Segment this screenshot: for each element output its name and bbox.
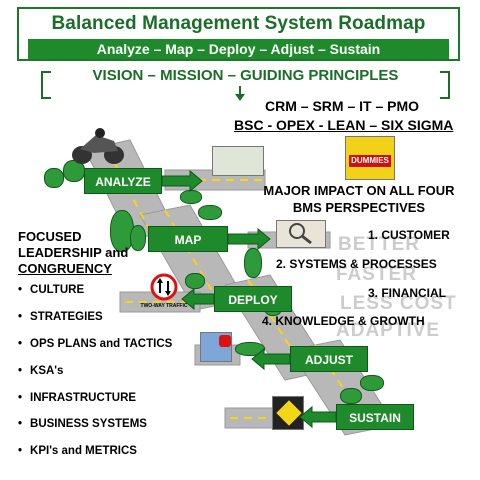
focus-line-1: FOCUSED	[18, 229, 82, 244]
perspective-3: 3. FINANCIAL	[368, 286, 446, 300]
bullet-item: OPS PLANS and TACTICS	[18, 338, 172, 365]
tools-line-2: BSC - OPEX - LEAN – SIX SIGMA	[234, 117, 454, 133]
left-bracket	[41, 71, 51, 99]
magnifier-map-image	[276, 220, 326, 248]
tools-line-1: CRM – SRM – IT – PMO	[265, 98, 420, 114]
focus-bullet-list: CULTURE STRATEGIES OPS PLANS and TACTICS…	[18, 284, 172, 472]
perspective-2: 2. SYSTEMS & PROCESSES	[276, 257, 437, 271]
bullet-item: KSA's	[18, 365, 172, 392]
focused-leadership-heading: FOCUSED LEADERSHIP and CONGRUENCY	[18, 229, 128, 277]
focus-line-2: LEADERSHIP and	[18, 245, 129, 260]
ghost-adaptive: ADAPTIVE	[336, 320, 441, 341]
tree-4	[130, 225, 146, 251]
step-adjust: ADJUST	[290, 346, 368, 372]
bullet-item: CULTURE	[18, 284, 172, 311]
tree-12	[360, 375, 384, 391]
bullet-item: INFRASTRUCTURE	[18, 392, 172, 419]
perspective-4: 4. KNOWLEDGE & GROWTH	[262, 314, 425, 328]
right-bracket	[440, 71, 450, 99]
tree-1	[44, 168, 64, 188]
step-sustain: SUSTAIN	[336, 404, 414, 430]
bullet-item: KPI's and METRICS	[18, 445, 172, 472]
down-arrow-icon	[235, 86, 245, 101]
bullet-item: BUSINESS SYSTEMS	[18, 418, 172, 445]
step-deploy: DEPLOY	[214, 286, 292, 312]
tree-6	[198, 205, 222, 220]
perspective-1: 1. CUSTOMER	[368, 228, 450, 242]
ghost-less-cost: LESS COST	[340, 293, 457, 314]
step-analyze: ANALYZE	[84, 168, 162, 194]
tree-8	[185, 273, 205, 289]
map-image	[212, 146, 264, 176]
bullet-item: STRATEGIES	[18, 311, 172, 338]
ghost-faster: FASTER	[336, 264, 417, 285]
page-subtitle: Analyze – Map – Deploy – Adjust – Sustai…	[28, 39, 449, 59]
tree-11	[340, 388, 362, 404]
vision-mission-heading: VISION – MISSION – GUIDING PRINCIPLES	[92, 67, 399, 84]
focus-line-3: CONGRUENCY	[18, 261, 112, 276]
stop-sign-icon	[219, 335, 231, 347]
page-title: Balanced Management System Roadmap	[51, 13, 426, 34]
motorcycle-image	[72, 128, 124, 164]
tree-7	[244, 248, 262, 278]
dummies-book-image: DUMMIES	[345, 136, 395, 180]
ghost-better: BETTER	[338, 234, 420, 255]
magnifier-icon	[289, 223, 312, 245]
title-box: Balanced Management System Roadmap Analy…	[17, 7, 460, 61]
impact-line-1: MAJOR IMPACT ON ALL FOUR	[263, 183, 455, 198]
book-band-label: DUMMIES	[349, 155, 391, 167]
impact-line-2: BMS PERSPECTIVES	[292, 200, 426, 215]
impact-heading: MAJOR IMPACT ON ALL FOUR BMS PERSPECTIVE…	[244, 182, 474, 216]
